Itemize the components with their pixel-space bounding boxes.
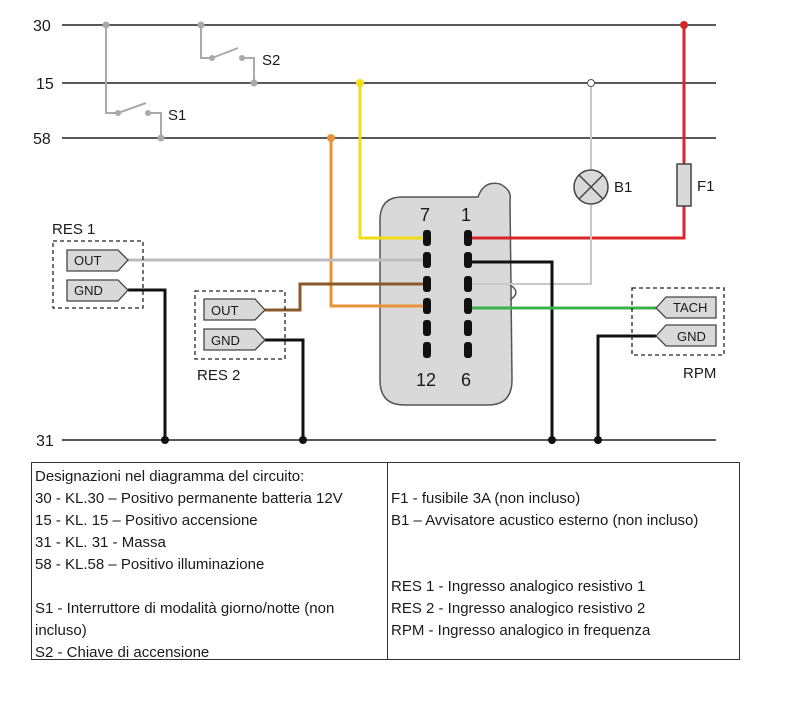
switch-s2-nodes [197, 21, 258, 87]
pin-12-label: 12 [416, 370, 436, 390]
bus-lines [62, 24, 716, 441]
legend-item-f1: F1 - fusibile 3A (non incluso) [391, 490, 581, 507]
legend-item-15: 15 - KL. 15 – Positivo accensione [35, 512, 258, 529]
rpm-gnd-label: GND [677, 329, 706, 344]
s2-label: S2 [262, 52, 280, 69]
pin-7-label: 7 [420, 205, 430, 225]
pin-6-label: 6 [461, 370, 471, 390]
wire-brown-res2 [265, 282, 426, 312]
bus-58-label: 58 [33, 131, 51, 148]
rpm-tach-label: TACH [673, 300, 707, 315]
junction-dots [161, 21, 688, 444]
legend-item-s2: S2 - Chiave di accensione [35, 644, 210, 661]
legend-heading: Designazioni nel diagramma del circuito: [35, 468, 305, 485]
connector-pins [423, 230, 472, 358]
res2-title: RES 2 [197, 367, 240, 384]
switch-s1 [105, 25, 162, 138]
wire-white-b1 [468, 205, 592, 285]
legend-spacer [391, 554, 736, 576]
wires [128, 25, 686, 440]
bus-15-label: 15 [36, 76, 54, 93]
res2-out-tag [203, 298, 266, 321]
res1-out-tag [66, 249, 129, 272]
bus-30-label: 30 [33, 18, 51, 35]
wire-orange-58 [329, 138, 426, 308]
wire-black-res2-gnd [265, 338, 305, 440]
s1-label: S1 [168, 107, 186, 124]
legend-item-31: 31 - KL. 31 - Massa [35, 534, 166, 551]
wire-black-pin2 [468, 260, 554, 440]
wire-black-res1-gnd [128, 288, 167, 440]
b1-label: B1 [614, 179, 632, 196]
switch-s2 [200, 25, 255, 83]
rpm-title: RPM [683, 365, 716, 382]
legend-table: Designazioni nel diagramma del circuito:… [31, 462, 740, 661]
res1-gnd-tag [66, 279, 129, 302]
rpm-box [631, 287, 725, 356]
legend-left-column: Designazioni nel diagramma del circuito:… [32, 463, 388, 661]
pin-1-label: 1 [461, 205, 471, 225]
legend-spacer [391, 532, 736, 554]
legend-item-b1: B1 – Avvisatore acustico esterno (non in… [391, 512, 699, 529]
f1-label: F1 [697, 178, 715, 195]
res1-box [52, 240, 144, 309]
wire-black-rpm-gnd [596, 334, 656, 440]
res1-title: RES 1 [52, 221, 95, 238]
res2-gnd-tag [203, 328, 266, 351]
fuse-f1-icon [676, 163, 692, 207]
wire-yellow-15 [358, 83, 426, 240]
res1-out-label: OUT [74, 253, 102, 268]
res1-gnd-label: GND [74, 283, 103, 298]
connector-body [379, 182, 517, 406]
rpm-gnd-tag [655, 324, 717, 347]
legend-item-rpm: RPM - Ingresso analogico in frequenza [391, 622, 651, 639]
legend-item-res2: RES 2 - Ingresso analogico resistivo 2 [391, 600, 646, 617]
legend-item-58: 58 - KL.58 – Positivo illuminazione [35, 556, 265, 573]
rpm-tach-tag [655, 296, 717, 319]
legend-item-30: 30 - KL.30 – Positivo permanente batteri… [35, 490, 343, 507]
wire-red-pin1 [468, 205, 686, 240]
res2-gnd-label: GND [211, 333, 240, 348]
res2-out-label: OUT [211, 303, 239, 318]
res2-box [194, 290, 286, 360]
legend-item-res1: RES 1 - Ingresso analogico resistivo 1 [391, 578, 646, 595]
legend-spacer [35, 576, 384, 598]
wiring-diagram: 30 15 58 31 S1 S2 7 1 12 6 [33, 18, 725, 450]
buzzer-b1-icon [573, 169, 609, 205]
legend-right-column: F1 - fusibile 3A (non incluso) B1 – Avvi… [388, 463, 739, 659]
legend-item-s1: S1 - Interruttore di modalità giorno/not… [35, 600, 339, 639]
switch-s1-nodes [102, 21, 165, 142]
legend-spacer [391, 466, 736, 488]
bus-31-label: 31 [36, 433, 54, 450]
